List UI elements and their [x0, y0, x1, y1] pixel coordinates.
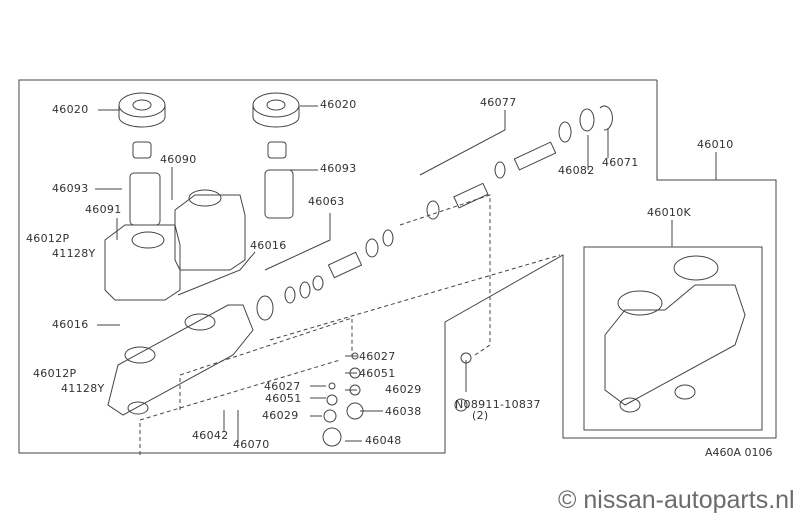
part-label-46093: 46093 [52, 182, 89, 195]
outer-frame [18, 79, 777, 454]
nut-symbol [454, 398, 468, 412]
reservoir-cap-left [118, 92, 166, 159]
reservoir-tanks [104, 189, 246, 301]
watermark: © nissan-autoparts.nl [558, 486, 795, 514]
part-label-nut-qty: (2) [472, 409, 489, 422]
part-label-46010K: 46010K [647, 206, 692, 219]
assembled-master-cylinder [604, 255, 746, 413]
part-label-46016: 46016 [52, 318, 89, 331]
valve-parts [322, 352, 472, 447]
part-label-41128Y: 41128Y [61, 382, 105, 395]
part-label-46038: 46038 [385, 405, 422, 418]
part-label-46077: 46077 [480, 96, 517, 109]
part-label-46027: 46027 [264, 380, 301, 393]
part-label-46012P: 46012P [33, 367, 77, 380]
figure-code: A460A 0106 [705, 446, 773, 459]
part-label-46063: 46063 [308, 195, 345, 208]
part-label-46090: 46090 [160, 153, 197, 166]
part-label-46012P: 46012P [26, 232, 70, 245]
leader-lines [95, 105, 717, 443]
reservoir-cap-right [252, 92, 300, 159]
piston-assembly [256, 105, 613, 321]
dashed-guides [139, 194, 561, 455]
part-label-46091: 46091 [85, 203, 122, 216]
part-label-46010: 46010 [697, 138, 734, 151]
part-label-46020: 46020 [52, 103, 89, 116]
part-label-46048: 46048 [365, 434, 402, 447]
part-label-46027: 46027 [359, 350, 396, 363]
part-label-46082: 46082 [558, 164, 595, 177]
part-label-46029: 46029 [262, 409, 299, 422]
part-label-46071: 46071 [602, 156, 639, 169]
part-label-nut: N08911-10837 [455, 398, 541, 411]
part-label-46020: 46020 [320, 98, 357, 111]
part-label-46029: 46029 [385, 383, 422, 396]
master-cylinder-body [107, 304, 254, 416]
part-label-46093: 46093 [320, 162, 357, 175]
kit-frame-46010K [583, 246, 763, 431]
part-label-46051: 46051 [265, 392, 302, 405]
part-label-46042: 46042 [192, 429, 229, 442]
part-label-46051: 46051 [359, 367, 396, 380]
part-label-46016: 46016 [250, 239, 287, 252]
part-label-46070: 46070 [233, 438, 270, 451]
part-label-41128Y: 41128Y [52, 247, 96, 260]
filter-strainers [129, 169, 294, 226]
